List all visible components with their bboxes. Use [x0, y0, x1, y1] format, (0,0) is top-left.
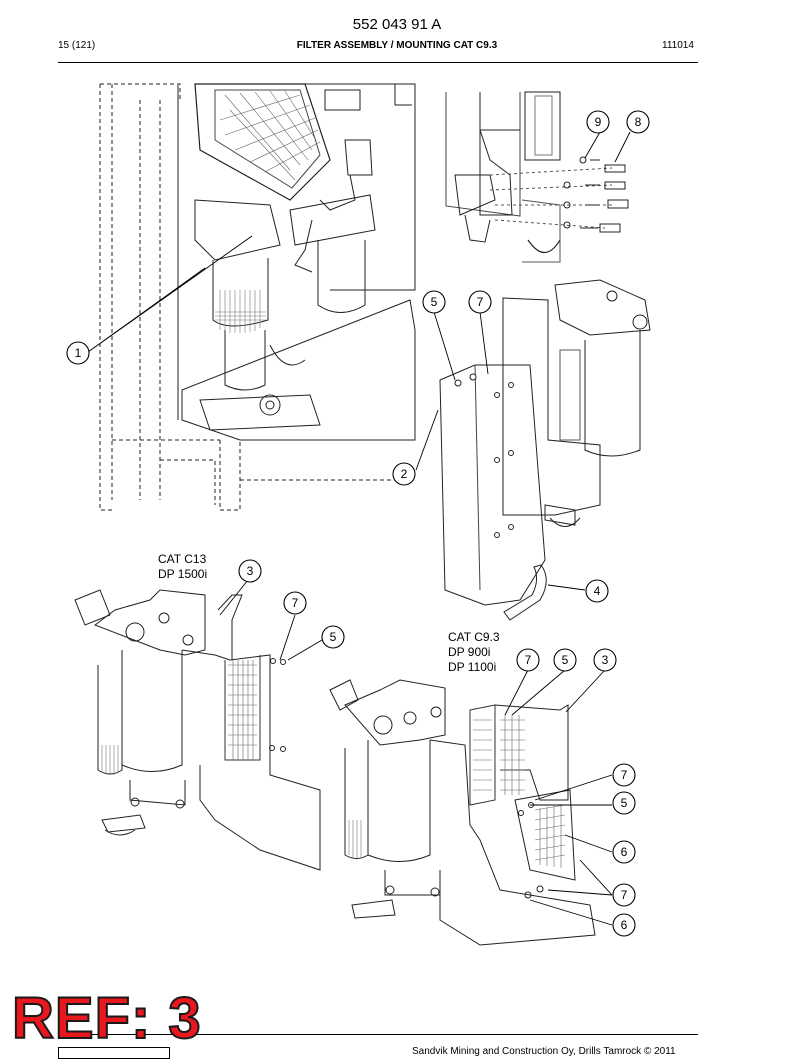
callout-5-top: 5	[422, 290, 446, 314]
callout-5-c93-top: 5	[553, 648, 577, 672]
callout-7-top: 7	[468, 290, 492, 314]
callout-circles: 1 2 3 3 4 5 5 5 5 6 6 7 7 7 7 7 8 9	[66, 110, 650, 937]
callout-6-upper: 6	[612, 840, 636, 864]
svg-text:3: 3	[247, 564, 254, 578]
footer-copyright: Sandvik Mining and Construction Oy, Dril…	[412, 1046, 676, 1057]
svg-text:2: 2	[401, 467, 408, 481]
bracket-detail-view	[445, 91, 629, 263]
svg-text:5: 5	[621, 796, 628, 810]
callout-5-c93: 5	[612, 791, 636, 815]
callout-1: 1	[66, 341, 90, 365]
leader-lines	[87, 131, 631, 926]
document-date: 111014	[662, 40, 694, 51]
svg-text:5: 5	[330, 630, 337, 644]
svg-text:7: 7	[292, 596, 299, 610]
svg-text:8: 8	[635, 115, 642, 129]
svg-text:1: 1	[75, 346, 82, 360]
svg-text:7: 7	[477, 295, 484, 309]
ref-stamp: REF: 3	[11, 985, 202, 1052]
callout-7-c13: 7	[283, 591, 307, 615]
callout-7-c93-mid: 7	[612, 763, 636, 787]
svg-text:6: 6	[621, 845, 628, 859]
svg-text:3: 3	[602, 653, 609, 667]
callout-7-c93-top: 7	[516, 648, 540, 672]
variant-c93-model-2: DP 1100i	[448, 660, 497, 674]
svg-text:9: 9	[595, 115, 602, 129]
svg-text:5: 5	[562, 653, 569, 667]
svg-text:7: 7	[525, 653, 532, 667]
page-number: 15 (121)	[58, 40, 96, 51]
callout-9: 9	[586, 110, 610, 134]
variant-c13-engine: CAT C13	[158, 552, 207, 566]
svg-text:7: 7	[621, 888, 628, 902]
header-rule	[58, 62, 698, 63]
c93-assembly-view	[329, 679, 596, 946]
svg-text:5: 5	[431, 295, 438, 309]
document-number: 552 043 91 A	[352, 16, 442, 33]
callouts-layer: 1 2 3 3 4 5 5 5 5 6 6 7 7 7 7 7 8 9	[66, 110, 650, 937]
callout-3-c13: 3	[238, 559, 262, 583]
callout-7-c93-low: 7	[612, 883, 636, 907]
svg-text:6: 6	[621, 918, 628, 932]
main-assembly-view	[99, 83, 416, 511]
variant-c13-model: DP 1500i	[158, 567, 208, 581]
footer-rule	[58, 1034, 698, 1035]
page-title: FILTER ASSEMBLY / MOUNTING CAT C9.3	[296, 40, 498, 51]
exploded-mounting-view	[439, 279, 651, 621]
callout-2: 2	[392, 462, 416, 486]
c13-assembly-view	[74, 589, 321, 871]
callout-8: 8	[626, 110, 650, 134]
variant-label-c93: CAT C9.3 DP 900i DP 1100i	[448, 630, 500, 675]
variant-c93-model-1: DP 900i	[448, 645, 491, 659]
parts-drawing	[74, 83, 651, 946]
callout-6-lower: 6	[612, 913, 636, 937]
svg-text:4: 4	[594, 584, 601, 598]
svg-text:7: 7	[621, 768, 628, 782]
variant-c93-engine: CAT C9.3	[448, 630, 500, 644]
callout-5-c13: 5	[321, 625, 345, 649]
callout-4: 4	[585, 579, 609, 603]
callout-3-c93: 3	[593, 648, 617, 672]
variant-label-c13: CAT C13 DP 1500i	[158, 552, 207, 582]
